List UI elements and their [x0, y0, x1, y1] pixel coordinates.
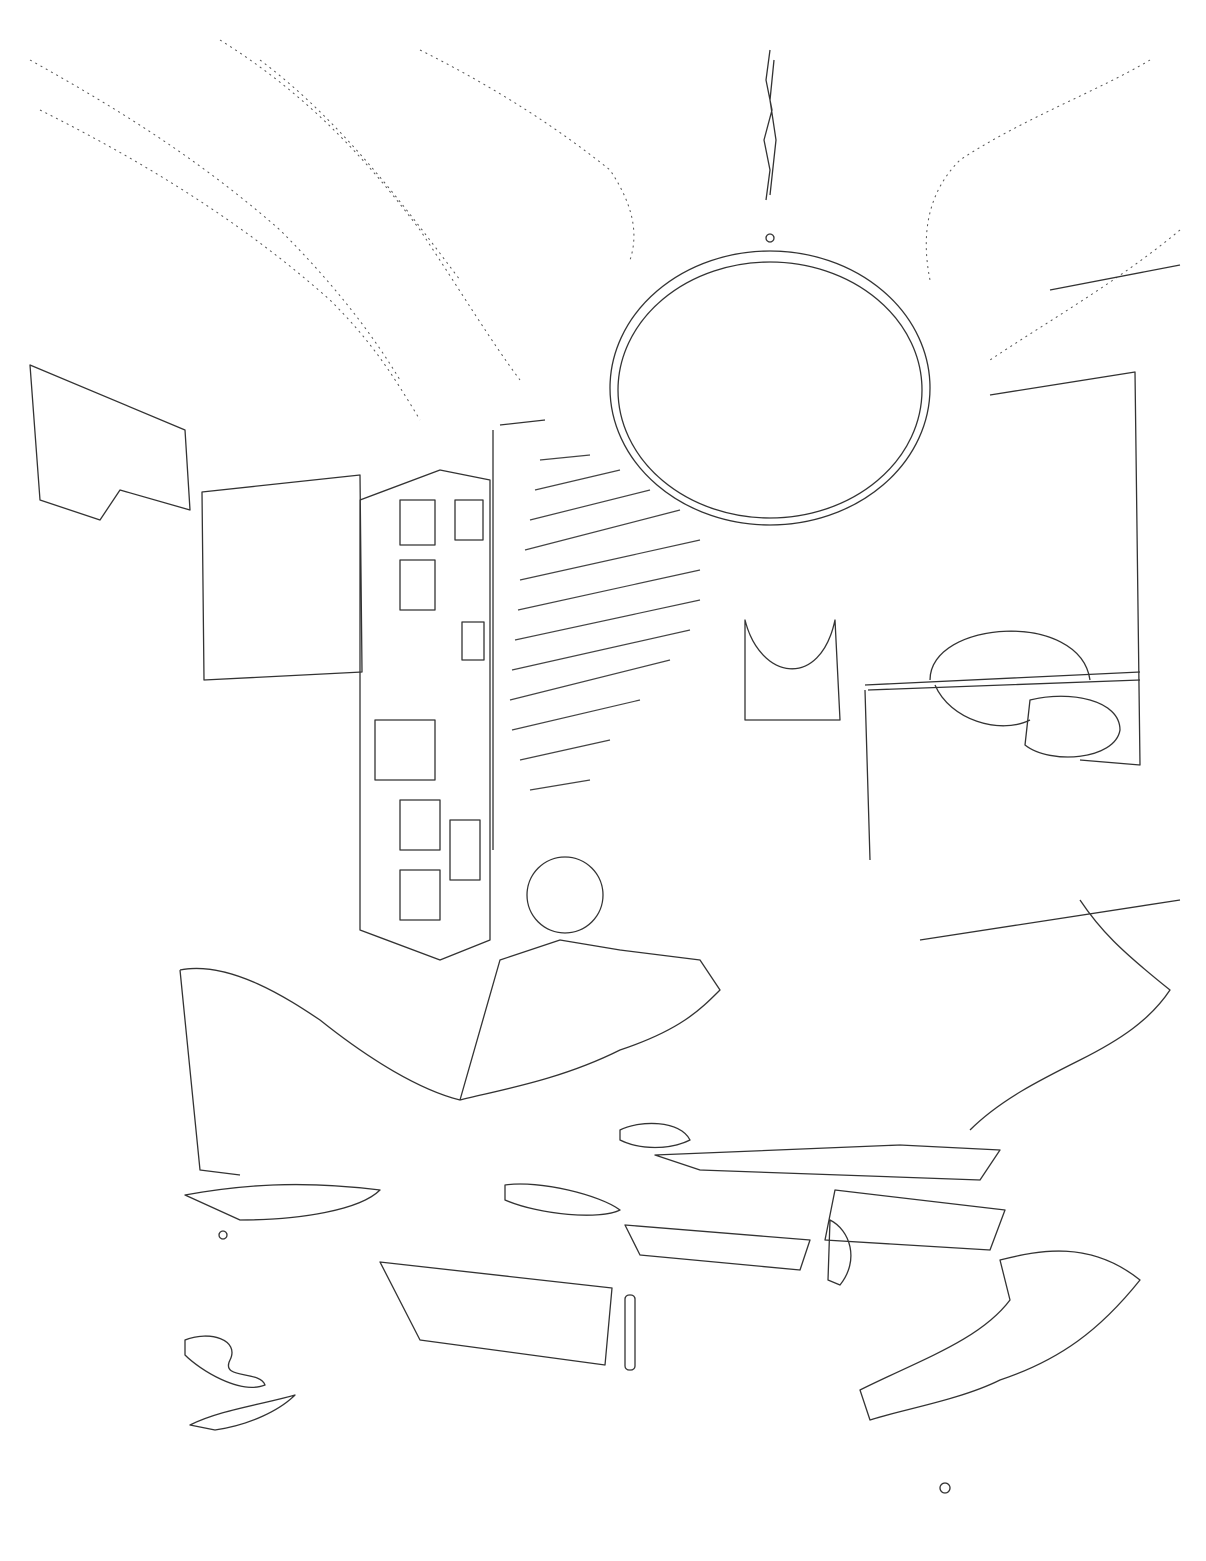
- table-shapes: [184, 1122, 1006, 1286]
- hatched-shadow: [509, 454, 701, 791]
- ceiling-contours: [29, 39, 1181, 421]
- floor-dot: [218, 1230, 228, 1240]
- counter-edge: [864, 671, 1141, 691]
- right-wall-panel: [989, 371, 1141, 766]
- globe: [526, 856, 604, 934]
- floor-dot: [939, 1482, 951, 1494]
- armchair: [179, 939, 721, 1176]
- semicircle-lamp: [929, 630, 1091, 727]
- lamp-chain: [763, 49, 777, 201]
- left-window: [201, 474, 363, 681]
- right-wall-line: [864, 264, 1181, 941]
- left-wall-panel: [29, 364, 191, 521]
- floor-blob-left: [184, 1335, 266, 1388]
- right-blob: [1024, 695, 1121, 758]
- floor-blob-right: [859, 1250, 1141, 1421]
- round-mirror: [609, 250, 931, 526]
- pedestal: [744, 619, 841, 721]
- bookshelf: [359, 469, 491, 961]
- table-leg: [624, 1294, 636, 1371]
- floor-blob-left-2: [189, 1394, 296, 1431]
- door-frame: [492, 419, 546, 850]
- sofa-right: [969, 899, 1171, 1131]
- lamp-hook: [765, 233, 775, 243]
- lower-rectangle: [379, 1261, 613, 1366]
